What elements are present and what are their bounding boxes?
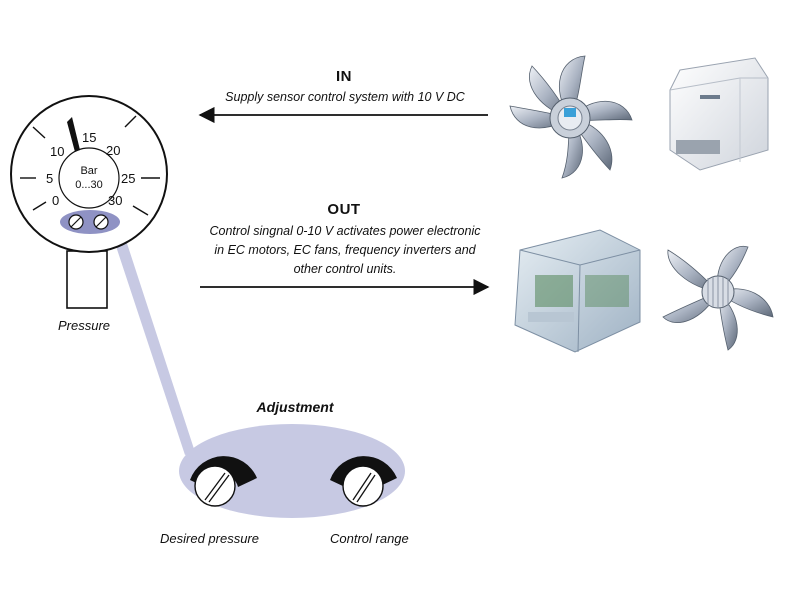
scale-label-30: 30 [108,193,123,208]
bottom-controller-image [514,229,641,353]
out-description-line-1: Control singnal 0-10 V activates power e… [209,224,481,238]
adjustment-title: Adjustment [256,399,334,415]
desired-pressure-knob[interactable] [194,465,236,507]
callout-band [108,222,195,455]
scale-label-5: 5 [46,171,54,186]
gauge-screw-left [68,214,84,230]
out-heading: OUT [327,201,361,218]
gauge-unit: Bar [80,165,98,177]
scale-label-25: 25 [121,171,136,186]
gauge-scale: 0 5 10 15 20 25 30 [0,0,180,240]
control-range-label: Control range [330,531,409,546]
control-range-knob[interactable] [342,465,384,507]
in-description: Supply sensor control system with 10 V D… [225,90,465,104]
top-controller-image [669,57,769,171]
gauge-range: 0...30 [75,179,103,191]
pressure-caption: Pressure [58,318,111,333]
out-description: Control singnal 0-10 V activates power e… [195,222,495,279]
scale-label-20: 20 [106,143,121,158]
pressure-gauge [10,95,168,253]
top-fan-image [509,55,633,179]
gauge-screw-right [93,214,109,230]
scale-label-0: 0 [52,193,60,208]
gauge-ticks [20,115,160,216]
sensor-stem [66,250,108,309]
in-heading: IN [336,68,352,85]
gauge-needle [67,117,80,152]
adjustment-panel [179,424,405,518]
bottom-fan-image [662,245,774,351]
out-description-line-2: in EC motors, EC fans, frequency inverte… [214,243,476,257]
scale-label-10: 10 [50,144,65,159]
scale-label-15: 15 [82,130,97,145]
desired-pressure-label: Desired pressure [160,531,259,546]
out-description-line-3: other control units. [293,262,397,276]
